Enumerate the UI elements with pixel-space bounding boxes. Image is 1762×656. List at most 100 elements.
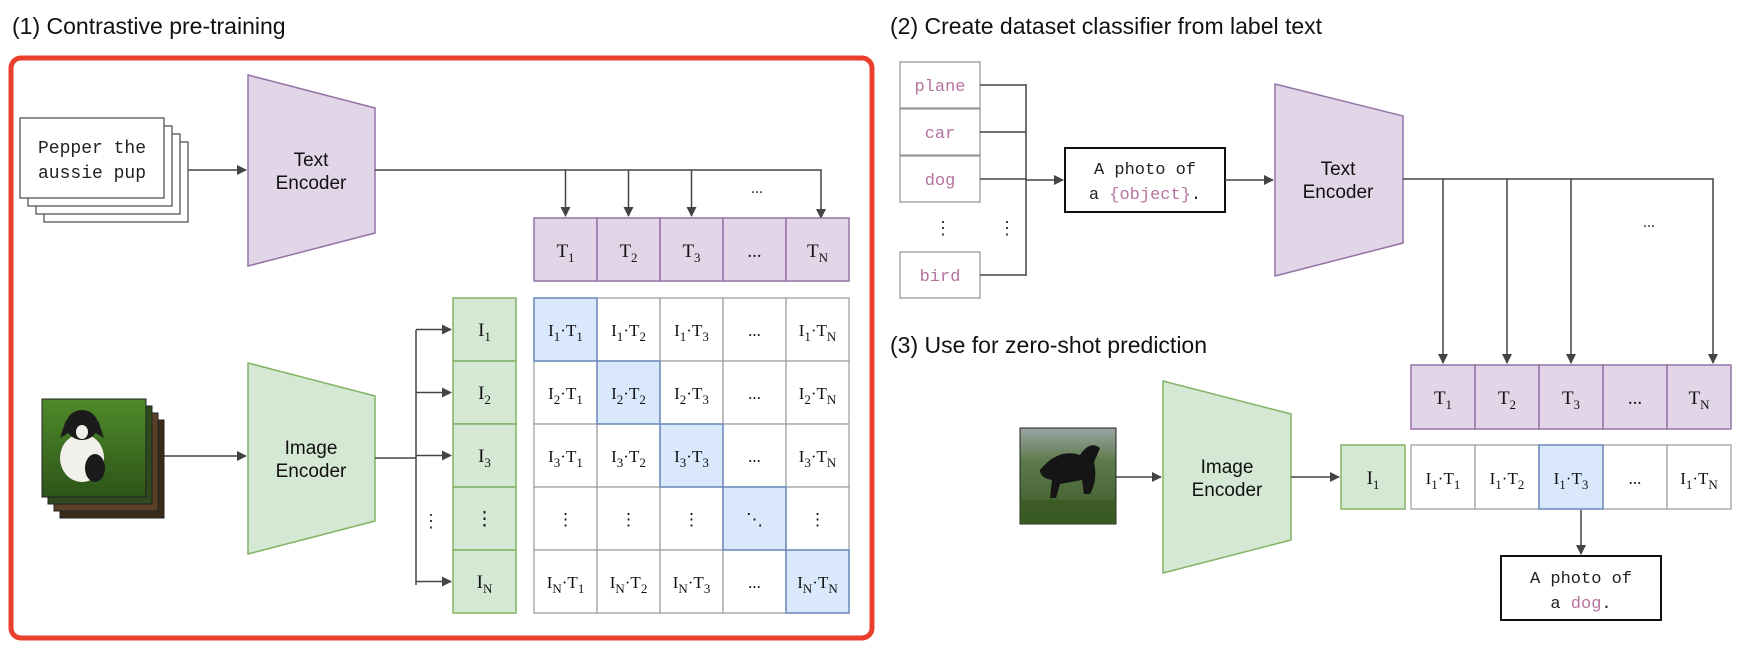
template-placeholder: {object} [1109,186,1191,205]
text-embedding-label: T2​ [1498,388,1516,412]
image-embedding-label: I2​ [478,383,491,407]
image-embedding-cell [452,297,517,362]
label-bus-vdots: ⋮ [998,218,1016,238]
score-label: ... [1629,469,1642,488]
score-cell [1666,444,1732,510]
prompt-template-box [1064,147,1226,213]
text-bus-1 [375,169,826,219]
similarity-cell-diagonal [785,549,850,614]
text-encoder-1-line1: Text [294,150,330,171]
template-suffix: . [1191,186,1201,205]
label-cell [899,251,981,299]
similarity-label: I3​·TN​ [799,447,837,470]
label-bird: bird [920,268,961,287]
similarity-cell [533,549,598,614]
similarity-matrix: I1​·T1​I1​·T2​I1​·T3​...I1​·TN​I2​·T1​I2… [533,297,850,614]
similarity-label: I1​·T3​ [674,321,709,344]
similarity-label: I1​·T1​ [548,321,583,344]
similarity-cell [785,423,850,488]
prediction-line2: a dog. [1550,595,1611,614]
similarity-label: I3​·T3​ [674,447,709,470]
similarity-cell [596,297,661,362]
text-embedding-label: T3​ [1562,388,1580,412]
image-encoder-2-line2: Encoder [1192,480,1263,501]
similarity-cell [722,549,787,614]
similarity-label: IN​·TN​ [797,573,838,596]
text-embedding-cell [1666,364,1732,430]
score-label: I1​·TN​ [1680,469,1718,492]
score-label: I1​·T3​ [1554,469,1589,492]
text-embeddings-2: T1​T2​T3​...TN​ [1410,364,1732,430]
similarity-label: I2​·T3​ [674,384,709,407]
caption-card-stack: Pepper the aussie pup [19,117,189,223]
image-encoder-1-line1: Image [285,438,338,459]
image-embedding-label: IN​ [477,572,493,596]
text-embedding-label: T1​ [556,241,574,265]
text-encoder-2-line1: Text [1321,159,1357,180]
similarity-cell [785,486,850,551]
text-embedding-cell [533,217,598,282]
image-embedding-label: ⋮ [475,509,494,530]
text-embeddings-1: T1​T2​T3​...TN​ [533,217,850,282]
similarity-label: I2​·T1​ [548,384,583,407]
score-label: I1​·T1​ [1426,469,1461,492]
label-connectors [980,84,1026,276]
similarity-label: I3​·T1​ [548,447,583,470]
diagonal-outline [722,486,787,551]
text-embedding-cell [1602,364,1668,430]
text-embedding-cell [659,217,724,282]
diagonal-outline [785,549,850,614]
image-encoder-1-line2: Encoder [276,461,347,482]
similarity-label: IN​·T3​ [673,573,711,596]
similarity-cell-diagonal [533,297,598,362]
diagonal-outline [596,360,661,425]
label-car: car [925,125,956,144]
prediction-suffix: . [1601,595,1611,614]
text-embedding-cell [785,217,850,282]
diagonal-outline [533,297,598,362]
similarity-label: I2​·TN​ [799,384,837,407]
similarity-cell [659,549,724,614]
similarity-label: I3​·T2​ [611,447,646,470]
diagonal-outline [659,423,724,488]
best-score-outline [1538,444,1604,510]
dog-photo [1019,427,1117,525]
text-bus-2 [1403,178,1718,364]
text-embedding-cell [1538,364,1604,430]
section2-title: (2) Create dataset classifier from label… [890,13,1323,39]
text-embedding-label: ... [1628,388,1642,409]
prediction-prefix: a [1550,595,1570,614]
similarity-cell [659,360,724,425]
template-line1: A photo of [1094,161,1196,180]
image-embedding-label: I3​ [478,446,491,470]
section1-title: (1) Contrastive pre-training [12,13,286,39]
similarity-label: ... [748,447,761,466]
similarity-cell-diagonal [659,423,724,488]
image-embedding-label: I1​ [1367,468,1380,492]
score-cell [1474,444,1540,510]
template-prefix: a [1089,186,1109,205]
score-cell [1602,444,1668,510]
section3-title: (3) Use for zero-shot prediction [890,332,1207,358]
score-cell [1410,444,1476,510]
similarity-label: ... [748,573,761,592]
similarity-label: ... [748,384,761,403]
text-embedding-label: T2​ [619,241,637,265]
puppy-image-stack [41,398,165,519]
similarity-label: ⋮ [620,510,637,529]
similarity-cell [659,297,724,362]
similarity-cell [533,486,598,551]
text-encoder-1 [247,74,376,267]
text-embedding-label: TN​ [807,241,829,265]
similarity-cell [533,360,598,425]
similarity-label: I2​·T2​ [611,384,646,407]
similarity-cell [785,360,850,425]
image-embedding-zero-shot: I1​ [1340,444,1406,510]
image-encoder-2-line1: Image [1201,457,1254,478]
caption-line2: aussie pup [38,164,146,184]
similarity-label: I1​·T2​ [611,321,646,344]
template-line2: a {object}. [1089,186,1201,205]
text-embedding-drops-1 [560,170,697,217]
